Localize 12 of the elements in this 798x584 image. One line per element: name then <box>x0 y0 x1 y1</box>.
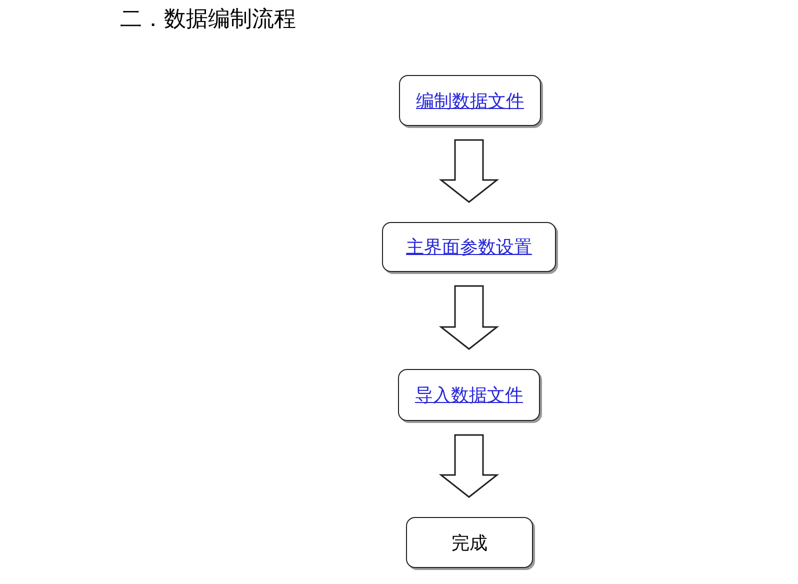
box-label: 完成 <box>452 532 488 554</box>
link-text: 主界面参数设置 <box>406 236 532 259</box>
block-arrow <box>438 285 500 350</box>
process-box <box>382 222 556 272</box>
block-arrow <box>438 434 500 498</box>
process-box <box>399 75 541 126</box>
link-text: 导入数据文件 <box>415 384 523 407</box>
process-box <box>406 517 533 568</box>
heading: 二．数据编制流程 <box>120 6 296 34</box>
process-box <box>398 369 540 421</box>
block-arrow <box>438 139 500 203</box>
link-text: 编制数据文件 <box>416 90 524 112</box>
